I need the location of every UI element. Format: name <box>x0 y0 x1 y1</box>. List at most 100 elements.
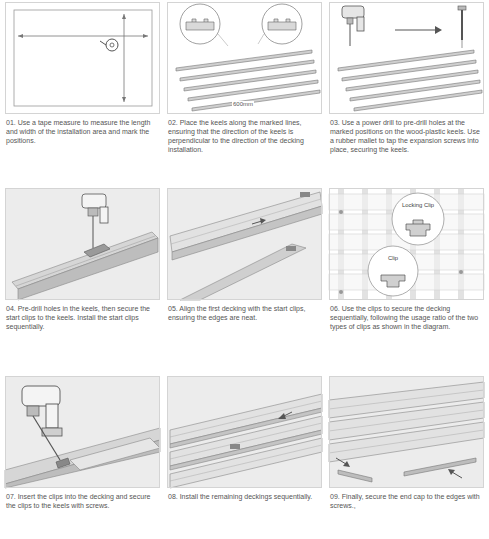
step5-illustration <box>167 188 322 300</box>
step1-illustration <box>18 34 23 38</box>
step9-illustration <box>343 461 350 467</box>
step3-illustration <box>350 80 480 101</box>
step2-illustration <box>186 19 214 30</box>
step-panel: 03. Use a power drill to pre-drill holes… <box>329 2 484 114</box>
step7-illustration <box>5 376 160 488</box>
step-panel: 07. Insert the clips into the decking an… <box>5 376 160 488</box>
step4-illustration <box>84 244 110 257</box>
step9-illustration <box>338 470 372 482</box>
step4-illustration <box>93 216 94 248</box>
step2-illustration <box>188 80 318 101</box>
step5-illustration <box>252 221 262 224</box>
step3-illustration <box>395 29 436 30</box>
step3-illustration <box>342 60 476 81</box>
step8-illustration <box>170 438 322 488</box>
step6-illustration <box>329 188 484 300</box>
step3-illustration <box>357 17 364 31</box>
step8-illustration <box>170 401 322 437</box>
step6-illustration <box>459 270 463 274</box>
step5-illustration <box>170 192 322 252</box>
clip-symbol <box>381 275 405 287</box>
step9-illustration <box>329 410 484 431</box>
step-caption: 01. Use a tape measure to measure the le… <box>6 118 161 145</box>
step-panel: 05. Align the first decking with the sta… <box>167 188 322 300</box>
step8-illustration <box>230 444 240 449</box>
step6-illustration <box>339 290 343 294</box>
step2-illustration <box>268 19 296 30</box>
step1-illustration <box>110 43 114 47</box>
step9-illustration <box>336 458 346 464</box>
clip-label: Clip <box>367 245 419 262</box>
step3-illustration <box>462 40 463 48</box>
step8-illustration <box>170 445 322 481</box>
step3-illustration <box>354 90 482 111</box>
step9-illustration <box>329 376 484 488</box>
step2-illustration <box>184 70 316 91</box>
step4-illustration <box>12 232 158 289</box>
step1-illustration <box>122 14 126 19</box>
step7-illustration <box>22 386 60 406</box>
step2-illustration <box>180 4 220 44</box>
step1-illustration <box>5 2 160 114</box>
dimension-label: 600mm <box>232 101 254 108</box>
step3-illustration <box>338 50 474 71</box>
step5-illustration <box>300 192 310 197</box>
step-caption: 09. Finally, secure the end cap to the e… <box>330 492 485 510</box>
step3-illustration <box>350 24 351 46</box>
step7-illustration <box>70 438 160 470</box>
step-caption: 06. Use the clips to secure the decking … <box>330 304 485 331</box>
step9-illustration <box>448 469 455 475</box>
step3-illustration <box>347 18 353 24</box>
step2-illustration <box>167 2 322 114</box>
step9-illustration <box>329 430 484 453</box>
step3-illustration <box>458 6 466 10</box>
clip-symbol <box>406 220 430 236</box>
step1-illustration <box>124 14 125 102</box>
step-panel: 01. Use a tape measure to measure the le… <box>5 2 160 114</box>
callout-circle <box>392 193 444 245</box>
step1-illustration <box>14 10 152 106</box>
step1-illustration <box>143 34 148 38</box>
step-caption: 03. Use a power drill to pre-drill holes… <box>330 118 485 154</box>
step-caption: 02. Place the keels along the marked lin… <box>168 118 323 154</box>
step4-illustration <box>18 238 158 300</box>
step4-illustration <box>100 207 108 223</box>
step5-illustration <box>172 206 322 260</box>
step3-illustration <box>329 2 484 114</box>
step9-illustration <box>329 390 484 409</box>
step-panel: 08. Install the remaining deckings seque… <box>167 376 322 488</box>
step2-illustration <box>218 34 228 46</box>
step1-illustration <box>100 41 106 45</box>
step3-illustration <box>346 70 478 91</box>
step4-illustration <box>82 194 106 208</box>
step4-illustration <box>5 188 160 300</box>
step8-illustration <box>167 376 322 488</box>
step9-illustration <box>329 376 484 488</box>
step7-illustration <box>5 376 160 488</box>
step3-illustration <box>329 2 484 114</box>
step5-illustration <box>180 244 306 300</box>
step8-illustration <box>278 413 286 419</box>
step6-illustration <box>329 188 484 300</box>
clip-label: Locking Clip <box>391 192 445 209</box>
step1-illustration <box>106 39 118 51</box>
step4-illustration <box>5 188 160 300</box>
step7-illustration <box>56 458 70 468</box>
step6-illustration <box>339 210 343 214</box>
step4-illustration <box>16 236 155 286</box>
step5-illustration <box>171 199 321 244</box>
step7-illustration <box>27 406 39 416</box>
step2-illustration <box>262 4 302 44</box>
step3-illustration <box>342 6 364 18</box>
step3-illustration <box>435 26 442 34</box>
step-caption: 04. Pre-drill holes in the keels, then s… <box>6 304 161 331</box>
callout-circle <box>368 246 418 296</box>
step9-illustration <box>452 472 462 478</box>
step-caption: 05. Align the first decking with the sta… <box>168 304 323 322</box>
callout-circle <box>391 192 445 246</box>
step-panel: 02. Place the keels along the marked lin… <box>167 2 322 114</box>
step-caption: 07. Insert the clips into the decking an… <box>6 492 161 510</box>
step2-illustration <box>192 90 320 111</box>
step-caption: 08. Install the remaining deckings seque… <box>168 492 323 501</box>
